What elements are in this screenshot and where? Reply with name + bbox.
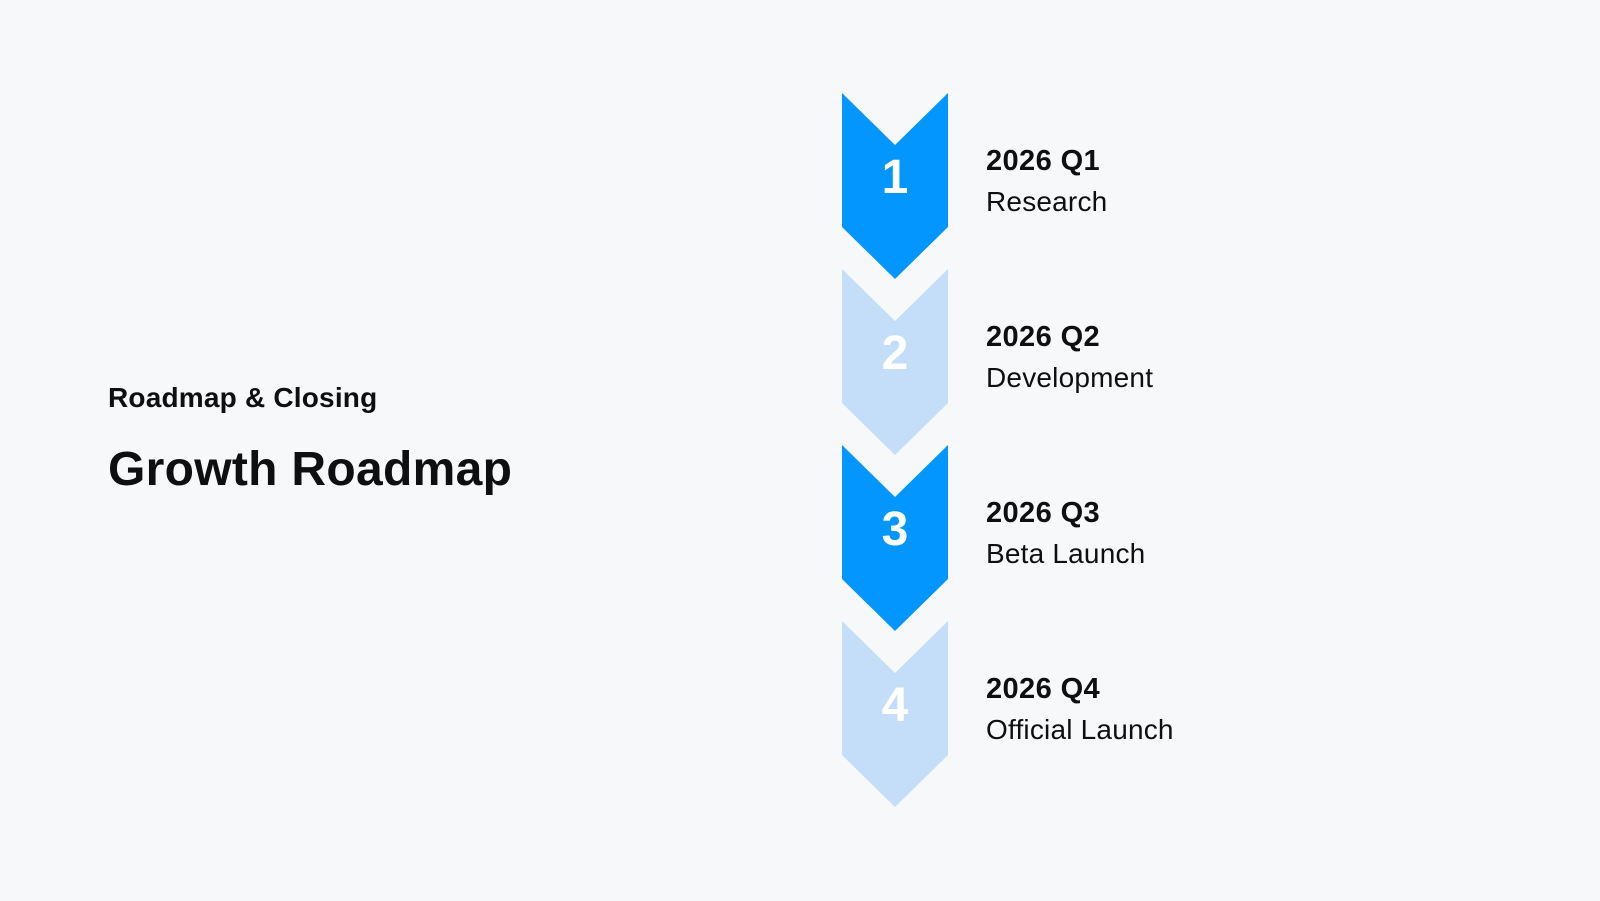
section-label: Roadmap & Closing (108, 382, 378, 413)
roadmap-steps: 1 2026 Q1 Research 2 2026 Q2 Development… (842, 0, 1542, 901)
step-phase: Development (986, 362, 1154, 393)
step-chevron-1 (842, 93, 948, 279)
step-quarter: 2026 Q3 (986, 497, 1101, 529)
step-number: 4 (881, 679, 909, 732)
step-number: 1 (881, 151, 909, 204)
step-quarter: 2026 Q1 (986, 145, 1101, 177)
page-title: Growth Roadmap (108, 443, 513, 496)
step-text: 2026 Q3 Beta Launch (986, 499, 1145, 568)
roadmap-step-1: 1 2026 Q1 Research (842, 93, 1542, 279)
step-text: 2026 Q2 Development (986, 323, 1153, 392)
step-phase: Official Launch (986, 714, 1174, 745)
roadmap-step-2: 2 2026 Q2 Development (842, 269, 1542, 455)
step-chevron-3 (842, 445, 948, 631)
step-chevron-2 (842, 269, 948, 455)
step-chevron-4 (842, 621, 948, 807)
step-phase: Beta Launch (986, 538, 1146, 569)
step-text: 2026 Q4 Official Launch (986, 675, 1174, 744)
roadmap-step-3: 3 2026 Q3 Beta Launch (842, 445, 1542, 631)
step-quarter: 2026 Q4 (986, 673, 1101, 705)
step-number: 2 (881, 327, 909, 380)
step-text: 2026 Q1 Research (986, 147, 1107, 216)
title-block: Roadmap & Closing Growth Roadmap (108, 384, 512, 494)
step-number: 3 (881, 503, 909, 556)
step-phase: Research (986, 186, 1108, 217)
step-quarter: 2026 Q2 (986, 321, 1101, 353)
roadmap-step-4: 4 2026 Q4 Official Launch (842, 621, 1542, 807)
